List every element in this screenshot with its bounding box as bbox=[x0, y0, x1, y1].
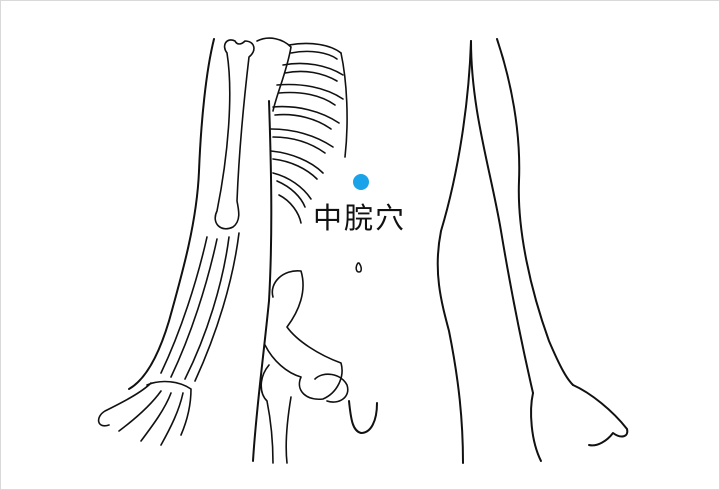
left-arm-skeleton bbox=[97, 39, 255, 446]
rib-1 bbox=[288, 42, 342, 60]
rib-8 bbox=[278, 194, 302, 224]
acupoint-label: 中脘穴 bbox=[313, 201, 407, 235]
body-outline bbox=[128, 38, 629, 464]
zhongwan-acupoint-marker bbox=[353, 174, 369, 190]
left-torso-side bbox=[252, 100, 273, 462]
rib-4 bbox=[272, 105, 340, 130]
right-arm-outer bbox=[496, 38, 574, 386]
right-arm-inner bbox=[470, 40, 534, 394]
rib-2 bbox=[282, 62, 344, 82]
right-torso-side bbox=[436, 40, 472, 464]
radius bbox=[160, 236, 218, 378]
rib-3 bbox=[276, 83, 344, 106]
ribcage bbox=[256, 37, 348, 224]
navel bbox=[355, 262, 362, 273]
hand-bones bbox=[97, 380, 192, 446]
femur bbox=[260, 364, 292, 464]
humerus bbox=[214, 39, 255, 230]
rib-7 bbox=[272, 172, 312, 208]
hip-line bbox=[348, 400, 378, 434]
rib-6 bbox=[270, 150, 324, 180]
left-shoulder-arm-outer bbox=[128, 38, 215, 390]
scapula bbox=[256, 37, 292, 112]
right-hand bbox=[530, 384, 629, 462]
ilium bbox=[264, 270, 343, 401]
sternum bbox=[340, 52, 348, 158]
femoral-head bbox=[314, 373, 349, 403]
ulna bbox=[184, 232, 240, 382]
rib-5 bbox=[270, 128, 334, 154]
pelvis bbox=[260, 270, 349, 464]
